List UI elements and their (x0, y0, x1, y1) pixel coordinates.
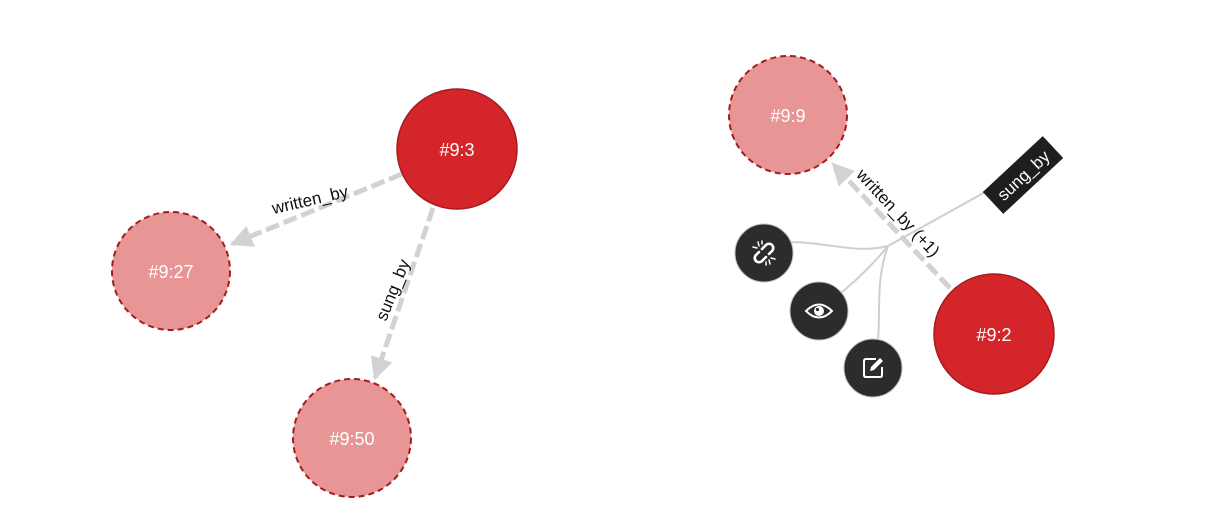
node-9-50[interactable]: #9:50 (292, 378, 412, 498)
unlink-icon (752, 240, 776, 266)
node-label: #9:27 (148, 262, 193, 282)
node-9-27[interactable]: #9:27 (111, 211, 231, 331)
edit-icon (863, 358, 883, 378)
edge-sung-by-left[interactable]: sung_by (370, 207, 436, 381)
unlink-button[interactable] (734, 223, 794, 283)
node-9-3[interactable]: #9:3 (396, 88, 518, 210)
node-label: #9:50 (329, 429, 374, 449)
node-9-2[interactable]: #9:2 (933, 273, 1055, 395)
edge-written-by-left[interactable]: written_by (229, 171, 403, 247)
edge-label-written-by-plus-one: written_by (+1) (852, 164, 944, 260)
edge-tooltip: sung_by (982, 136, 1064, 214)
eye-icon (804, 303, 834, 319)
edit-button[interactable] (843, 338, 903, 398)
node-9-9[interactable]: #9:9 (728, 55, 848, 175)
node-label: #9:9 (770, 106, 805, 126)
edge-written-by-right[interactable]: written_by (+1) (831, 162, 952, 290)
edge-label-sung-by: sung_by (372, 256, 414, 323)
view-button[interactable] (789, 281, 849, 341)
node-label: #9:3 (439, 140, 474, 160)
node-label: #9:2 (976, 325, 1011, 345)
